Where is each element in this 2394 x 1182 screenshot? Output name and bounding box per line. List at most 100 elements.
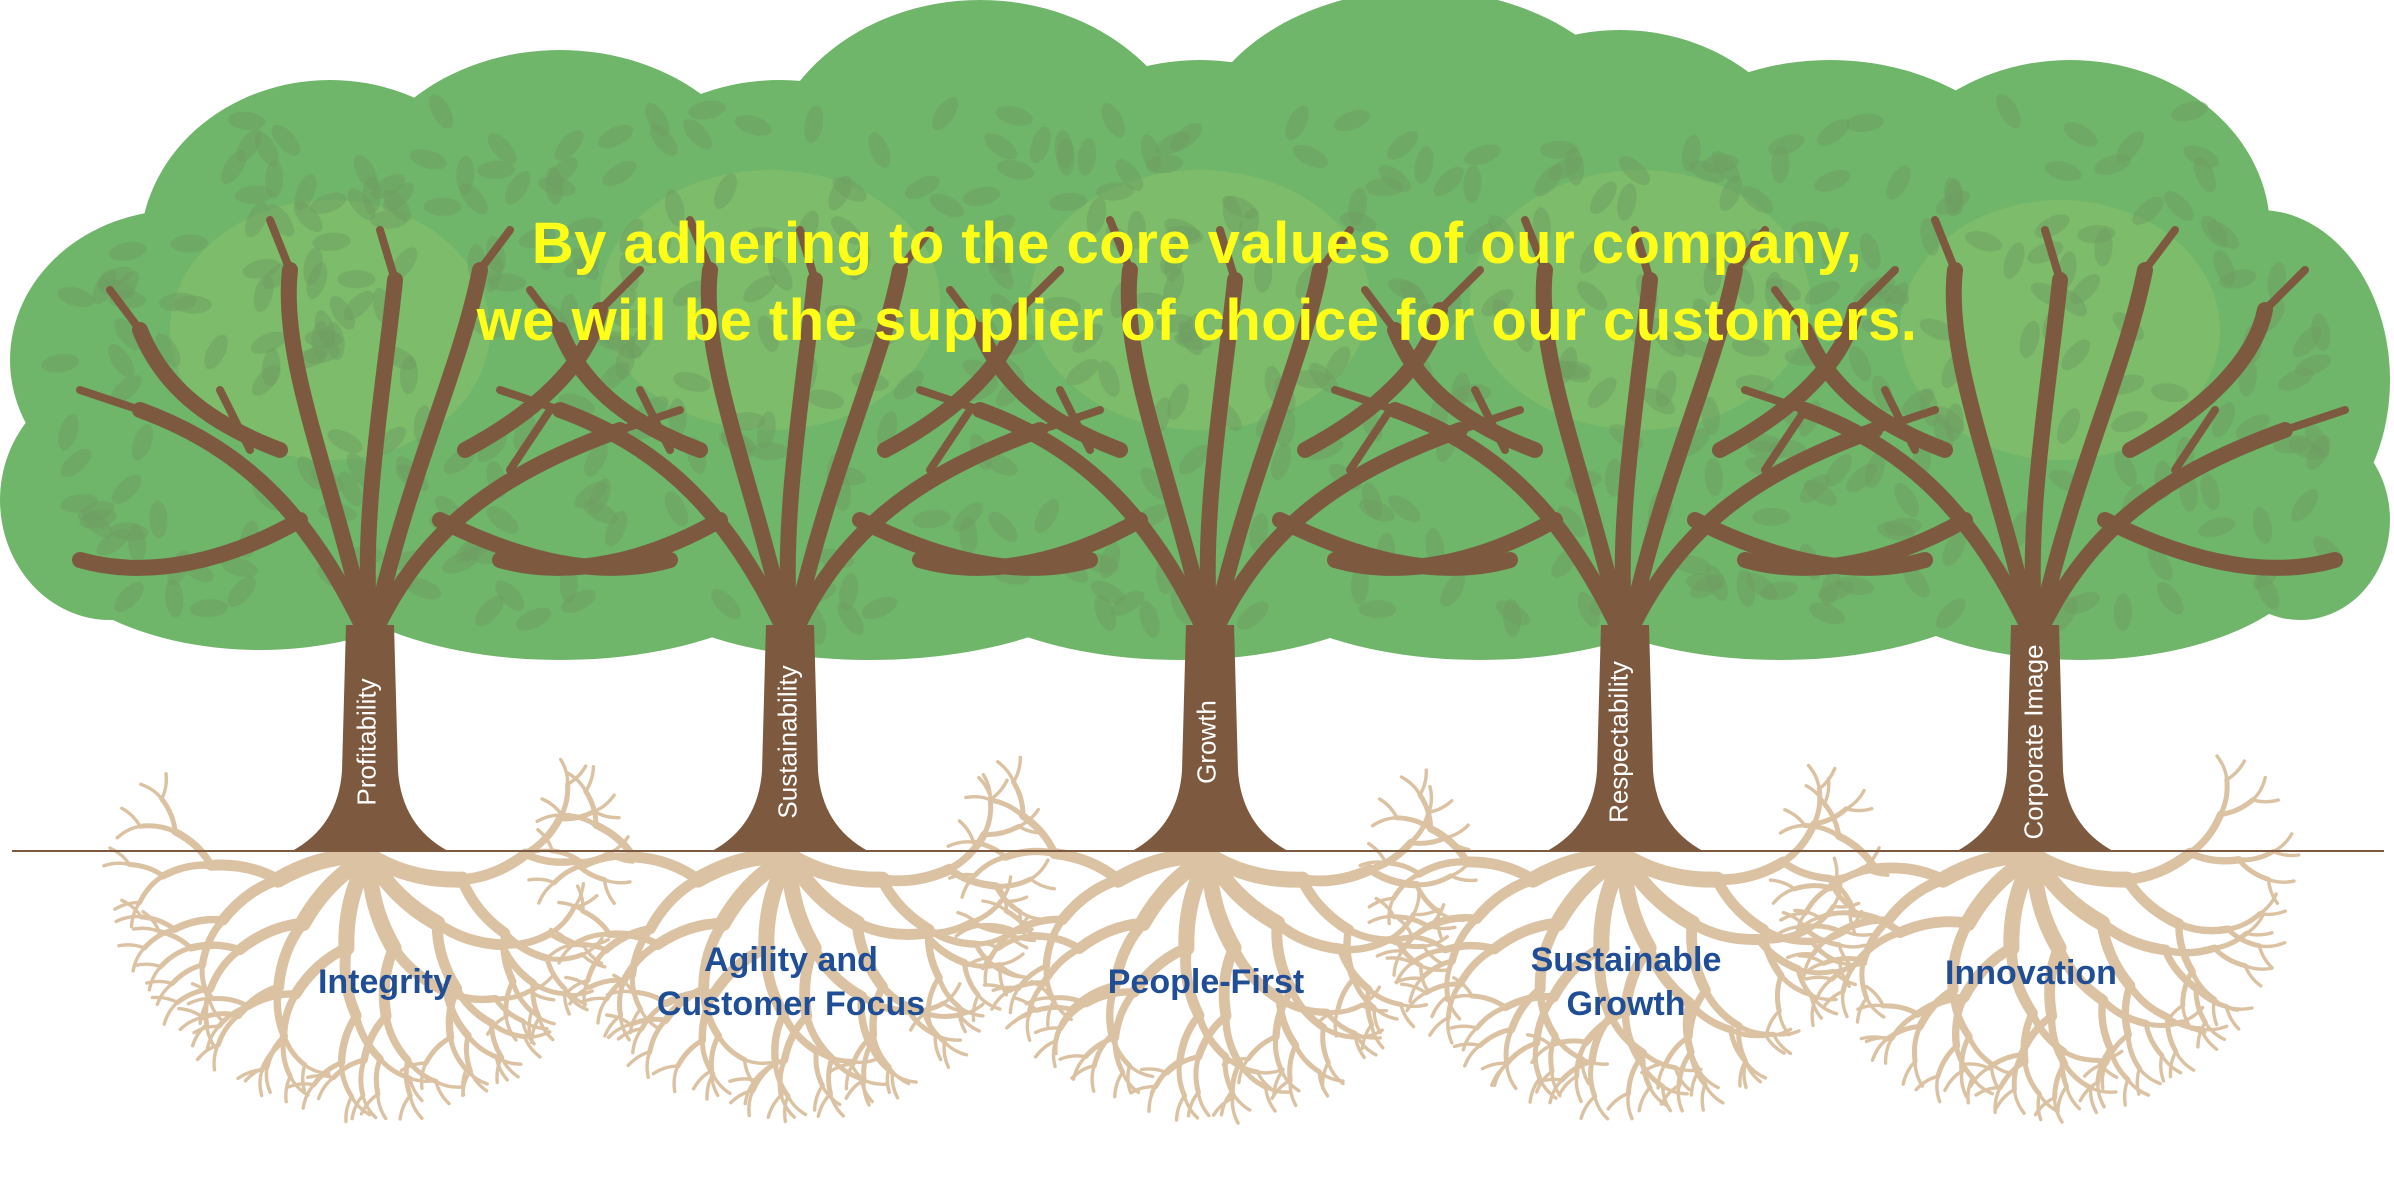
leaf xyxy=(1861,318,1900,338)
root-branch xyxy=(1287,1042,1299,1083)
root-branch xyxy=(1617,848,1725,888)
leaf xyxy=(1160,239,1184,275)
root-branch xyxy=(957,819,976,844)
leaf xyxy=(1642,388,1675,415)
leaf xyxy=(2213,249,2236,286)
root-branch xyxy=(1994,1087,2017,1110)
root-branch xyxy=(1526,1033,1553,1048)
root-branch xyxy=(2225,926,2262,949)
root-branch xyxy=(456,874,511,939)
leaf xyxy=(932,97,959,131)
root-branch xyxy=(1418,768,1429,797)
tree-twig xyxy=(106,286,144,334)
root-label-agility: Agility and Customer Focus xyxy=(631,938,951,1026)
leaf xyxy=(476,432,508,463)
root-branch xyxy=(592,809,621,820)
root-branch xyxy=(1966,1075,1975,1105)
leaf xyxy=(2113,593,2133,632)
leaf xyxy=(2200,215,2229,248)
root-branch xyxy=(1001,847,1059,861)
root-branch xyxy=(607,835,630,856)
leaf xyxy=(1704,233,1723,272)
leaf xyxy=(584,442,608,477)
tree-branch xyxy=(1387,322,1543,458)
root-branch xyxy=(988,797,1026,819)
root-branch xyxy=(1006,980,1047,994)
tree-twig xyxy=(1731,226,1769,274)
tree-twig xyxy=(636,386,674,454)
root-branch xyxy=(1659,1083,1681,1106)
root-branch xyxy=(1121,1070,1141,1095)
leaf xyxy=(559,293,579,332)
root-branch xyxy=(1821,956,1862,966)
root-branch xyxy=(2225,759,2247,782)
root-label-people-first-text: People-First xyxy=(1107,963,1305,1001)
root-branch xyxy=(2251,798,2280,804)
root-branch xyxy=(1391,871,1422,901)
leaf xyxy=(1139,600,1160,638)
root-branch xyxy=(360,1012,390,1064)
root-branch xyxy=(141,910,161,934)
leaf xyxy=(2114,451,2137,487)
root-branch xyxy=(1400,982,1428,995)
root-branch xyxy=(284,1074,292,1104)
root-branch xyxy=(1211,1096,1235,1117)
root-branch xyxy=(1859,960,1870,1001)
leaf xyxy=(1919,318,1956,341)
root-branch xyxy=(1686,917,1765,945)
leaf xyxy=(1096,182,1134,201)
tree-twig xyxy=(1761,406,1809,474)
root-branch xyxy=(1193,1054,1202,1095)
tree-trunk xyxy=(1132,625,1288,851)
leaf xyxy=(606,335,643,359)
root-branch xyxy=(645,1050,652,1080)
root-branch xyxy=(1786,951,1815,960)
leaf xyxy=(996,159,1035,180)
root-branch xyxy=(1626,1057,1642,1096)
tree-branch xyxy=(1737,512,1973,576)
root-branch xyxy=(1636,1057,1666,1089)
leaf xyxy=(227,576,256,607)
root-branch xyxy=(816,1092,833,1118)
root-branch xyxy=(1033,1026,1063,1035)
leaf xyxy=(2252,506,2273,544)
root-branch xyxy=(1320,1061,1330,1090)
leaf xyxy=(734,114,772,136)
root-branch xyxy=(2104,1032,2131,1066)
root-branch xyxy=(190,982,216,1001)
root-branch xyxy=(2266,877,2280,905)
root-branch xyxy=(890,1071,900,1100)
root-branch xyxy=(120,898,143,919)
leaf xyxy=(602,160,637,187)
root-branch xyxy=(434,1079,451,1106)
root-branch xyxy=(1405,991,1428,1013)
leaf xyxy=(409,149,447,170)
root-branch xyxy=(2143,1021,2165,1058)
root-branch xyxy=(1275,995,1300,1050)
tree-twig xyxy=(1631,226,1654,284)
root-branch xyxy=(1314,1008,1340,1027)
root-branch xyxy=(954,924,982,938)
leaf xyxy=(293,201,323,233)
leaf xyxy=(265,160,284,199)
tree-twig xyxy=(526,286,564,334)
root-branch xyxy=(1574,1074,1583,1104)
leaf xyxy=(1902,565,1930,598)
leaf xyxy=(297,456,324,490)
tree-branch xyxy=(779,272,823,633)
tree-branch xyxy=(552,322,708,458)
leaf xyxy=(58,413,79,451)
leaf xyxy=(598,361,630,391)
tree-twig xyxy=(686,216,714,274)
root-branch xyxy=(626,1050,652,1068)
leaf xyxy=(1440,573,1466,607)
leaf xyxy=(757,315,779,352)
root-branch xyxy=(378,942,400,1022)
tree-twig xyxy=(1881,386,1919,454)
leaf xyxy=(612,310,651,329)
root-branch xyxy=(1320,1025,1331,1066)
root-branch xyxy=(1821,989,1845,1010)
root-branch xyxy=(988,778,1009,801)
tree-branch xyxy=(912,512,1148,576)
root-branch xyxy=(1765,1009,1781,1036)
